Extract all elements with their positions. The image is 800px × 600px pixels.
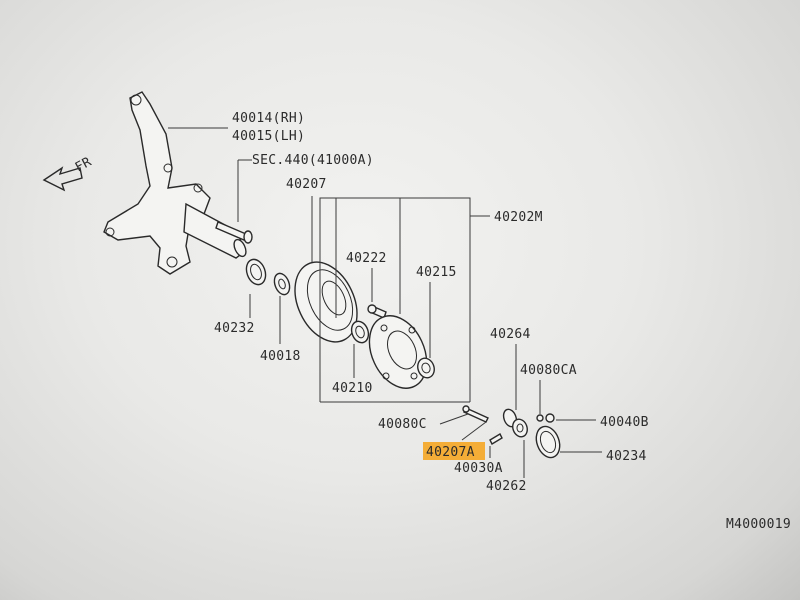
label-40210[interactable]: 40210 xyxy=(332,381,373,396)
disc-rotor-40207[interactable] xyxy=(283,252,369,352)
label-40262[interactable]: 40262 xyxy=(486,479,527,494)
label-40264[interactable]: 40264 xyxy=(490,327,531,342)
label-40040b[interactable]: 40040B xyxy=(600,415,649,430)
label-40207[interactable]: 40207 xyxy=(286,177,327,192)
label-40207a[interactable]: 40207A xyxy=(426,445,475,460)
lock-nut-40262[interactable] xyxy=(510,417,529,439)
bearing-40215[interactable] xyxy=(415,356,437,380)
label-40014-rh[interactable]: 40014(RH) xyxy=(232,111,305,126)
bolt-40030a[interactable] xyxy=(489,433,503,445)
cotter-pin-40080ca[interactable] xyxy=(536,414,544,422)
hub-cap-40234[interactable] xyxy=(532,423,564,461)
label-40080c[interactable]: 40080C xyxy=(378,417,427,432)
label-40018[interactable]: 40018 xyxy=(260,349,301,364)
label-40215[interactable]: 40215 xyxy=(416,265,457,280)
nut-40040b[interactable] xyxy=(545,413,555,423)
label-40030a[interactable]: 40030A xyxy=(454,461,503,476)
bearing-40210[interactable] xyxy=(349,319,372,345)
label-40232[interactable]: 40232 xyxy=(214,321,255,336)
label-40222[interactable]: 40222 xyxy=(346,251,387,266)
label-sec-440[interactable]: SEC.440(41000A) xyxy=(252,153,374,168)
leader-lines xyxy=(168,127,602,478)
label-40015-lh[interactable]: 40015(LH) xyxy=(232,129,305,144)
highlight-40207a xyxy=(423,442,485,460)
diagram-code: M4000019 xyxy=(726,517,791,532)
knuckle-bolt[interactable] xyxy=(215,221,253,244)
label-40080ca[interactable]: 40080CA xyxy=(520,363,577,378)
fr-label: FR xyxy=(73,155,94,176)
label-40234[interactable]: 40234 xyxy=(606,449,647,464)
label-40202m[interactable]: 40202M xyxy=(494,210,543,225)
grease-seal-40232[interactable] xyxy=(243,257,269,288)
wheel-hub[interactable] xyxy=(358,307,437,398)
hub-bolt-40222[interactable] xyxy=(367,304,387,319)
front-direction-arrow-icon xyxy=(42,166,83,192)
washer-40018[interactable] xyxy=(272,271,293,296)
steering-knuckle[interactable] xyxy=(103,91,248,275)
